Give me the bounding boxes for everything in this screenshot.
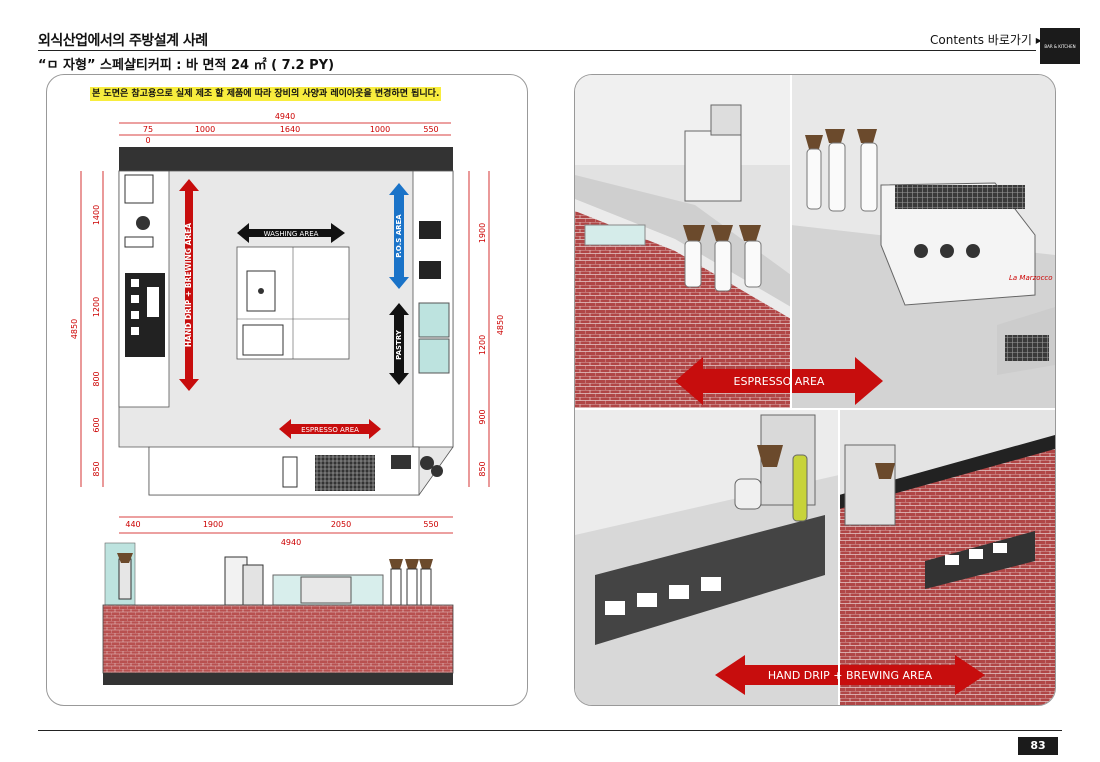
left-dim: 600 bbox=[92, 417, 101, 432]
page-number: 83 bbox=[1018, 737, 1058, 755]
floor-plan-panel: 4940 75 1000 1640 1000 550 0 4850 1400 1… bbox=[46, 74, 528, 706]
hand-drip-label: HAND DRIP + BREWING AREA bbox=[184, 223, 193, 347]
washing-arrow: WASHING AREA bbox=[237, 223, 345, 243]
left-dim: 850 bbox=[92, 461, 101, 476]
espresso-arrow-plan: ESPRESSO AREA bbox=[279, 419, 381, 439]
top-total-dim: 4940 bbox=[275, 112, 295, 121]
machine-brand: La Marzocco bbox=[1009, 274, 1053, 282]
right-dim: 1900 bbox=[478, 223, 487, 243]
espresso-label-plan: ESPRESSO AREA bbox=[301, 426, 359, 434]
back-wall bbox=[119, 147, 453, 171]
page-subtitle: “ㅁ 자형” 스페샬티커피 : 바 면적 24 ㎡ ( 7.2 PY) bbox=[38, 58, 335, 73]
render-handdrip-right bbox=[839, 409, 1055, 705]
top-dim: 1000 bbox=[370, 125, 390, 134]
left-dim: 1200 bbox=[92, 297, 101, 317]
bottom-dim: 2050 bbox=[331, 520, 351, 529]
hand-drip-label-render: HAND DRIP + BREWING AREA bbox=[768, 669, 933, 682]
footer-divider bbox=[38, 730, 1062, 731]
left-dim: 800 bbox=[92, 371, 101, 386]
espresso-label-render: ESPRESSO AREA bbox=[734, 375, 825, 388]
floor-plan-drawing: 4940 75 1000 1640 1000 550 0 4850 1400 1… bbox=[70, 112, 505, 685]
bottom-dim: 440 bbox=[125, 520, 140, 529]
top-zero-dim: 0 bbox=[145, 136, 150, 145]
hand-drip-arrow-render: HAND DRIP + BREWING AREA bbox=[715, 655, 985, 695]
left-dim: 1400 bbox=[92, 205, 101, 225]
top-dim: 75 bbox=[143, 125, 153, 134]
render-handdrip-left bbox=[575, 409, 839, 705]
right-dim: 900 bbox=[478, 409, 487, 424]
page-title: 외식산업에서의 주방설계 사례 bbox=[38, 33, 208, 49]
render-collage: La Marzocco ESPRESSO AREA HAND DRIP + BR… bbox=[575, 75, 1055, 705]
bottom-dim: 1900 bbox=[203, 520, 223, 529]
top-dim: 1640 bbox=[280, 125, 300, 134]
espresso-machine-plan bbox=[315, 455, 375, 491]
left-total-dim: 4850 bbox=[70, 319, 79, 339]
render-espresso-left bbox=[575, 75, 791, 409]
bottom-dim: 550 bbox=[423, 520, 438, 529]
brand-logo: BAR & KITCHEN bbox=[1040, 28, 1080, 64]
pastry-arrow: PASTRY bbox=[389, 303, 409, 385]
right-dim: 850 bbox=[478, 461, 487, 476]
espresso-arrow-render: ESPRESSO AREA bbox=[675, 357, 883, 405]
right-dim: 1200 bbox=[478, 335, 487, 355]
bottom-total-dim: 4940 bbox=[281, 538, 301, 547]
front-elevation bbox=[102, 542, 454, 685]
render-panel: La Marzocco ESPRESSO AREA HAND DRIP + BR… bbox=[574, 74, 1056, 706]
header-divider bbox=[38, 50, 1036, 51]
hand-drip-arrow: HAND DRIP + BREWING AREA bbox=[179, 179, 199, 391]
top-dim: 1000 bbox=[195, 125, 215, 134]
pastry-label: PASTRY bbox=[395, 329, 403, 360]
washing-label: WASHING AREA bbox=[264, 230, 319, 238]
render-espresso-right: La Marzocco bbox=[791, 75, 1055, 409]
top-dim: 550 bbox=[423, 125, 438, 134]
right-total-dim: 4850 bbox=[496, 315, 505, 335]
pos-label: P.O.S AREA bbox=[395, 214, 403, 258]
pos-arrow: P.O.S AREA bbox=[389, 183, 409, 289]
contents-link[interactable]: Contents 바로가기 ▸ bbox=[930, 33, 1042, 47]
plan-note: 본 도면은 참고용으로 실제 제조 할 제품에 따라 장비의 사양과 레이아웃을… bbox=[90, 87, 442, 101]
